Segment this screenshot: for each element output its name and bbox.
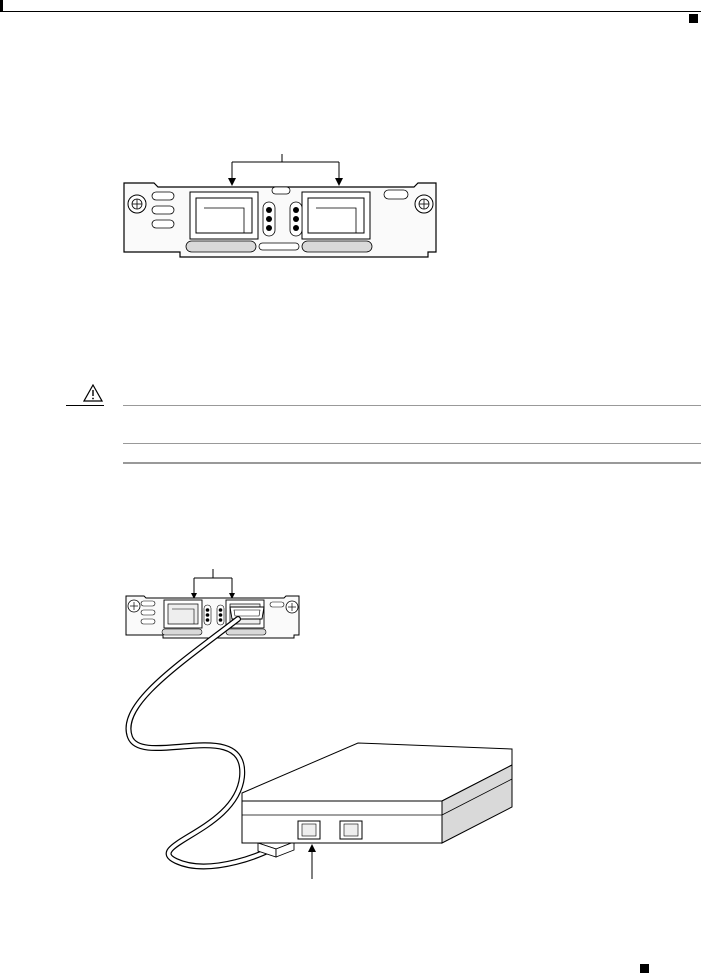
left-slot-3: [151, 219, 175, 229]
port-1-jack-detail: [316, 207, 357, 233]
caution-top-rule: [123, 405, 701, 406]
module-front-panel-figure: [123, 154, 437, 258]
external-device: [241, 742, 513, 844]
top-right-marker: [689, 14, 698, 23]
top-callout-right-arrowhead: [229, 593, 235, 599]
port-1-jack: [307, 197, 365, 234]
label-strip-left: [185, 240, 257, 253]
led-left-3: [266, 225, 272, 231]
small-left-screw-icon: [127, 599, 141, 613]
left-slot-2: [151, 205, 175, 215]
port-0-jack: [195, 197, 253, 234]
led-right-1: [293, 207, 299, 213]
led-right-2: [293, 216, 299, 222]
right-arrowhead: [335, 178, 343, 186]
center-slot: [271, 186, 291, 195]
label-strip-right: [301, 240, 373, 253]
device-side-face: [441, 764, 513, 844]
port-0-jack-detail: [204, 207, 245, 233]
caution-bottom-rule: [123, 443, 701, 444]
cable-plug-module-end: [229, 606, 265, 620]
bottom-right-marker: [640, 964, 649, 973]
top-callout-left-arrowhead: [191, 593, 197, 599]
section-rule: [123, 462, 701, 464]
caution-underline: [66, 405, 104, 406]
right-screw-icon: [414, 194, 434, 214]
small-right-screw-icon: [285, 600, 299, 614]
module-connection-figure: [125, 569, 513, 879]
right-slot: [383, 189, 409, 200]
header-tick: [0, 0, 3, 12]
bottom-callout-arrowhead: [308, 844, 316, 852]
warning-triangle-icon: [83, 384, 103, 402]
label-strip-center: [258, 242, 300, 251]
header-rule: [0, 11, 701, 12]
led-left-1: [266, 207, 272, 213]
left-arrowhead: [228, 178, 236, 186]
led-left-2: [266, 216, 272, 222]
left-screw-icon: [127, 194, 147, 214]
led-right-3: [293, 225, 299, 231]
left-slot-1: [151, 191, 175, 201]
